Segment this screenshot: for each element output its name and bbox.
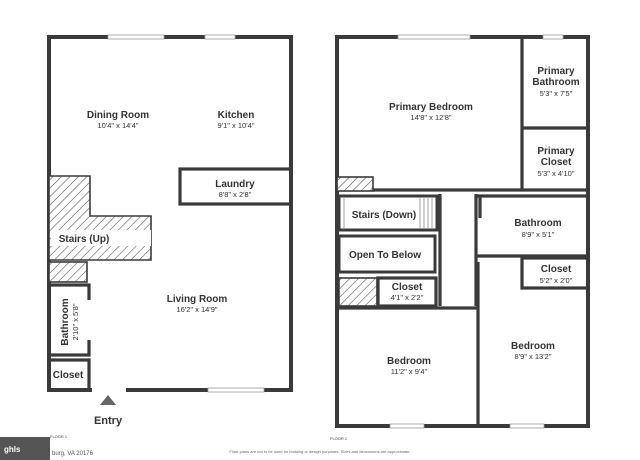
- entry-door-gap: [92, 386, 126, 394]
- door-gap: [87, 300, 91, 340]
- living-room-label: Living Room: [167, 294, 228, 305]
- laundry-walls: [178, 167, 293, 206]
- stairs-down-box: [337, 194, 439, 232]
- kitchen-label: Kitchen: [218, 110, 255, 121]
- bathroom-2-dim: 8'9" x 5'1": [522, 230, 555, 239]
- entry-label: Entry: [94, 415, 123, 427]
- stairs-up-label: Stairs (Up): [59, 234, 110, 245]
- window: [204, 34, 236, 40]
- window: [542, 34, 564, 40]
- living-room-dim: 16'2" x 14'9": [176, 305, 217, 314]
- primary-bathroom-label-1: Primary: [537, 66, 575, 77]
- window: [207, 387, 265, 393]
- primary-bathroom-dim: 5'3" x 7'5": [540, 89, 573, 98]
- small-closet-dim: 4'1" x 2'2": [391, 293, 424, 302]
- bathroom-dim: 2'10" x 5'8": [71, 303, 80, 340]
- window: [107, 34, 165, 40]
- window: [509, 423, 545, 429]
- address-text: burg, VA 20176: [52, 451, 94, 457]
- hatched-shaft: [336, 176, 374, 192]
- primary-closet-label-2: Closet: [541, 157, 572, 168]
- dining-room-dim: 10'4" x 14'4": [97, 121, 138, 130]
- stairs-down-label: Stairs (Down): [352, 210, 416, 221]
- primary-closet-dim: 5'3" x 4'10": [538, 169, 575, 178]
- primary-bedroom-label: Primary Bedroom: [389, 102, 473, 113]
- floor-1-caption: FLOOR 1: [50, 434, 68, 439]
- small-closet-walls: [376, 276, 438, 308]
- hatched-shaft: [48, 261, 88, 283]
- laundry-dim: 8'8" x 2'8": [219, 190, 252, 199]
- bedroom-left-label: Bedroom: [387, 356, 431, 367]
- floor-1-plan: Dining Room 10'4" x 14'4" Kitchen 9'1" x…: [47, 34, 293, 439]
- open-to-below-label: Open To Below: [349, 250, 421, 261]
- open-to-below-box: [337, 234, 437, 274]
- bathroom-label: Bathroom: [60, 298, 71, 345]
- logo-text: ghls: [4, 445, 21, 454]
- entry-arrow-icon: [100, 395, 116, 405]
- closet-label: Closet: [53, 370, 84, 381]
- right-closet-walls: [520, 256, 590, 290]
- window: [397, 34, 471, 40]
- logo-badge: [0, 437, 50, 460]
- bathroom-2-label: Bathroom: [514, 218, 561, 229]
- laundry-label: Laundry: [215, 179, 255, 190]
- primary-closet-label-1: Primary: [537, 146, 575, 157]
- kitchen-dim: 9'1" x 10'4": [218, 121, 255, 130]
- small-closet-label: Closet: [392, 282, 423, 293]
- window: [389, 423, 425, 429]
- hatched-shaft: [338, 277, 378, 307]
- bedroom-right-label: Bedroom: [511, 341, 555, 352]
- primary-bedroom-dim: 14'8" x 12'8": [410, 113, 451, 122]
- closet-walls: [47, 358, 91, 392]
- disclaimer-text: Floor plans are not to be used for build…: [229, 449, 410, 454]
- right-closet-label: Closet: [541, 264, 572, 275]
- primary-bathroom-label-2: Bathroom: [532, 77, 579, 88]
- bedroom-right-dim: 8'9" x 13'2": [515, 352, 552, 361]
- bedroom-left-dim: 11'2" x 9'4": [391, 367, 428, 376]
- floor-2-caption: FLOOR 2: [330, 436, 348, 441]
- dining-room-label: Dining Room: [87, 110, 149, 121]
- stairs-up-area: [48, 175, 152, 261]
- right-closet-dim: 5'2" x 2'0": [540, 276, 573, 285]
- floor-2-plan: Primary Bedroom 14'8" x 12'8" Primary Ba…: [330, 34, 590, 441]
